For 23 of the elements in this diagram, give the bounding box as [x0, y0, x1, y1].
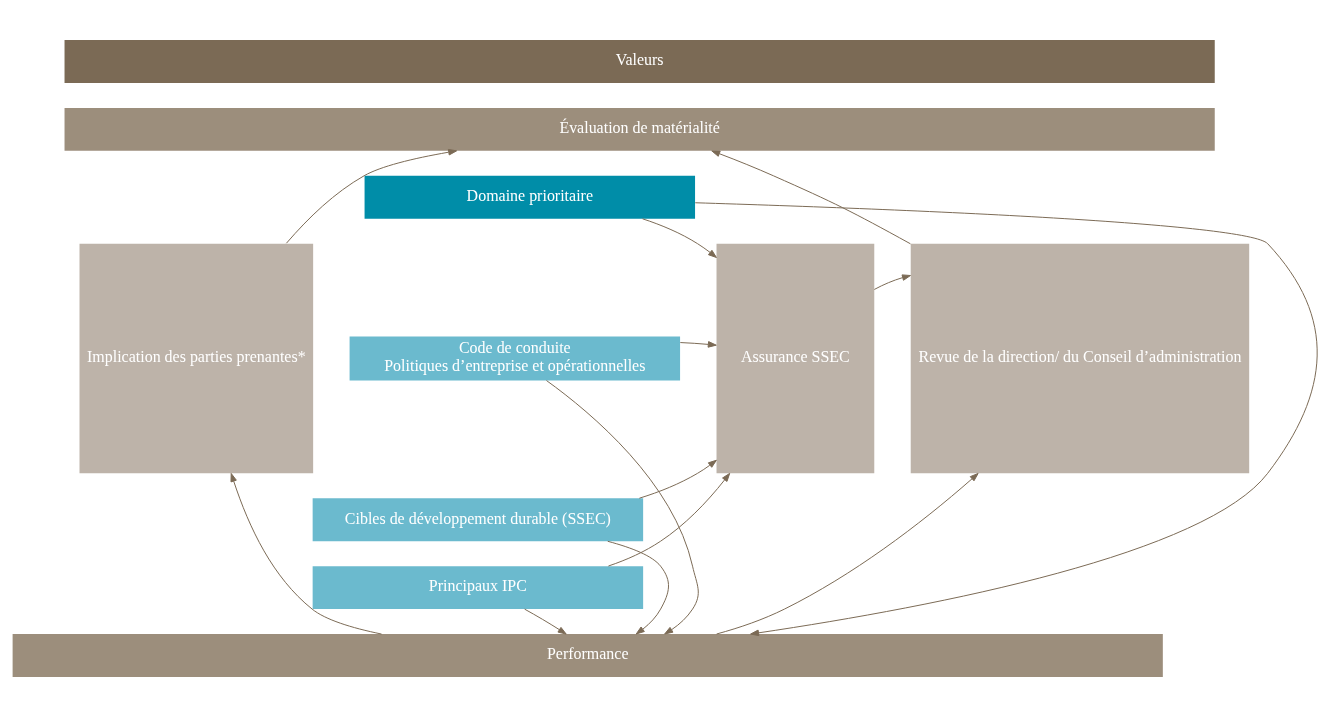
arrow: [285, 148, 458, 244]
arrow: [716, 472, 979, 635]
arrow: [524, 608, 567, 635]
arrow: [641, 218, 717, 258]
arrow: [607, 472, 731, 567]
arrow: [607, 540, 669, 635]
arrow: [711, 150, 911, 245]
node-box: Implication des parties prenantes*: [79, 243, 314, 474]
arrow: [694, 202, 1318, 637]
arrow: [638, 459, 717, 499]
arrow: [679, 341, 717, 348]
node-box: Revue de la direction/ du Conseil d’administration: [910, 243, 1250, 474]
arrow: [545, 380, 699, 635]
node-box: Assurance SSEC: [716, 243, 875, 474]
node-box: Cibles de développement durable (SSEC): [312, 498, 644, 542]
node-box: Valeurs: [64, 40, 1215, 83]
node-box: Principaux IPC: [312, 566, 644, 610]
node-box: Évaluation de matérialité: [64, 107, 1215, 151]
node-box: Domaine prioritaire: [364, 175, 696, 219]
node-box: Performance: [12, 634, 1163, 677]
node-box: Code de conduite Politiques d’entreprise et opérationnelles: [349, 336, 681, 381]
arrow: [873, 274, 911, 290]
arrow: [230, 472, 383, 635]
